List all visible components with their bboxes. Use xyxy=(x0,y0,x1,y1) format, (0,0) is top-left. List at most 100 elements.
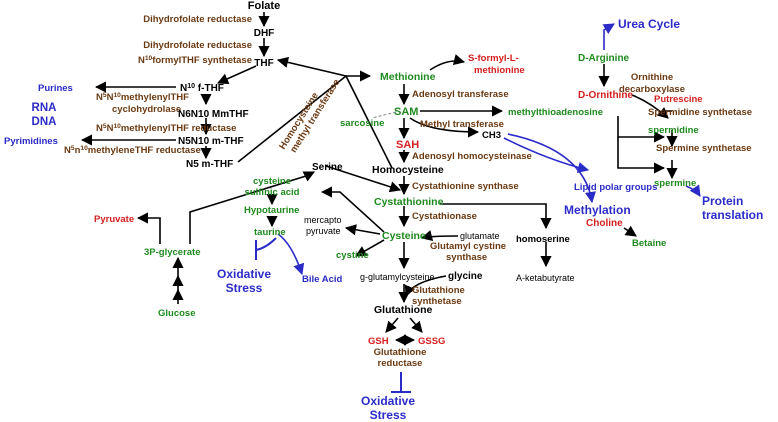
label-sam: SAM xyxy=(394,106,418,118)
label-pyruvate: Pyruvate xyxy=(94,214,134,225)
label-oxidative-stress-left-2: Stress xyxy=(226,281,263,295)
label-d-ornithine: D-Ornithine xyxy=(578,90,633,101)
label-glutathione-reductase-1: Glutathione xyxy=(374,347,427,358)
arrow-3pg-pyruvate xyxy=(136,212,161,244)
label-protein-translation-1: Protein xyxy=(702,194,743,208)
label-n10-f-thf: N10 f-THF xyxy=(180,83,224,95)
label-n5-mthf: N5 m-THF xyxy=(186,159,233,170)
label-cystine: cystine xyxy=(336,250,369,261)
label-g-glutamylcysteine: g-glutamylcysteine xyxy=(360,272,435,282)
label-glycine: glycine xyxy=(448,271,483,282)
label-betaine: Betaine xyxy=(632,238,666,249)
label-s-formyl-2: methionine xyxy=(474,65,525,76)
label-spermidine-synthetase: Spermidine synthetase xyxy=(648,107,752,118)
label-oxidative-stress-bottom-1: Oxidative xyxy=(361,394,415,408)
label-n10-formyl-thf-synthetase: N10formylTHF synthetase xyxy=(138,55,252,67)
label-urea-cycle: Urea Cycle xyxy=(618,17,680,31)
arrow-cystathionine-homoserine xyxy=(440,203,552,230)
label-cysteine: Cysteine xyxy=(382,230,426,242)
label-methyl-transferase: Methyl transferase xyxy=(420,119,504,130)
label-methylation: Methylation xyxy=(564,203,631,217)
arrow-arginine-urea xyxy=(602,23,615,50)
label-n5n10-methenyl-cyclohydrolase-2: cyclohydrolase xyxy=(112,104,181,115)
label-cystathionine-synthase: Cystathionine synthase xyxy=(412,181,519,192)
label-putrescine: Putrescine xyxy=(654,94,703,105)
label-glutathione-reductase-2: reductase xyxy=(378,358,423,369)
arrow-choline-betaine xyxy=(623,225,637,237)
label-protein-translation-2: translation xyxy=(702,208,763,222)
label-spermidine: spermidine xyxy=(648,125,699,136)
label-cystathionine: Cystathionine xyxy=(374,196,444,208)
blue-arrows xyxy=(277,23,701,276)
label-dhf: DHF xyxy=(254,28,275,39)
arrow-cysteine-cystine xyxy=(355,239,385,257)
label-glucose: Glucose xyxy=(158,308,196,319)
label-ch3: CH3 xyxy=(482,130,501,141)
arrow-serine-cystathionine xyxy=(325,165,402,193)
arrow-spermine-protein xyxy=(685,184,701,197)
label-oxidative-stress-left-1: Oxidative xyxy=(217,267,271,281)
arrow-thf-n10fthf xyxy=(216,65,257,84)
arrow-3pg-serine xyxy=(189,171,316,244)
line-cross-homocysteine xyxy=(345,75,393,169)
label-adenosyl-transferase: Adenosyl transferase xyxy=(412,89,509,100)
label-glutamyl-cystine-1: Glutamyl cystine xyxy=(430,241,506,252)
label-n5n10-methylene-reductase: N5n10methyleneTHF reductase xyxy=(64,145,201,157)
arrow-ch3-methylation xyxy=(507,133,596,204)
inhibition-marks xyxy=(255,237,411,393)
label-cysteine-sulfinic-1: cysteine xyxy=(253,176,291,187)
label-taurine: taurine xyxy=(254,227,286,238)
label-gssg: GSSG xyxy=(418,336,445,347)
label-n6n10-mmthf: N6N10 MmTHF xyxy=(178,109,249,120)
label-n5n10-mthf: N5N10 m-THF xyxy=(178,136,244,147)
label-glutathione-synthetase-1: Glutathione xyxy=(412,285,465,296)
label-n5n10-reductase: N5N10methylenylTHF reductase xyxy=(96,123,236,135)
label-cysteine-sulfinic-2: sulfinic acid xyxy=(245,187,300,198)
arrow-ch3-lipid xyxy=(503,137,590,173)
label-mercapto-2: pyruvate xyxy=(306,226,341,236)
arrow-methionine-sformyl xyxy=(429,54,466,71)
label-methylthioadenosine: methylthioadenosine xyxy=(508,107,603,118)
label-d-arginine: D-Arginine xyxy=(578,53,630,64)
arrow-cysteine-sulfinic xyxy=(320,186,385,233)
arrow-ornithine-putrescine xyxy=(631,94,669,119)
label-mercapto-1: mercapto xyxy=(304,215,342,225)
arrow-glutathione-gssg xyxy=(409,317,423,333)
label-glutamyl-cystine-2: synthase xyxy=(446,252,487,263)
label-choline: Choline xyxy=(586,218,623,229)
label-spermine: spermine xyxy=(654,178,696,189)
label-homocysteine: Homocysteine xyxy=(372,164,444,176)
label-gsh: GSH xyxy=(368,336,389,347)
arrow-glutathione-gsh xyxy=(385,317,399,333)
label-homoserine: homoserine xyxy=(516,234,570,245)
label-sarcosine: sarcosine xyxy=(340,118,384,129)
label-dhfr-1: Dihydrofolate reductase xyxy=(143,14,252,25)
label-thf: THF xyxy=(254,58,273,69)
label-adenosyl-homocysteinase: Adenosyl homocysteinase xyxy=(412,151,532,162)
label-glutathione-synthetase-2: synthetase xyxy=(412,296,462,307)
label-ornithine-decarboxylase-1: Ornithine xyxy=(631,72,673,83)
label-cystathionase: Cystathionase xyxy=(412,211,477,222)
label-folate: Folate xyxy=(248,0,280,12)
label-ornithine-decarboxylase-2: decarboxylase xyxy=(619,84,685,95)
label-n5n10-methenyl-cyclohydrolase-1: N5N10methylenylTHF xyxy=(96,92,189,104)
label-oxidative-stress-bottom-2: Stress xyxy=(370,408,407,422)
label-lipid-polar-groups: Lipid polar groups xyxy=(574,182,657,193)
label-pyrimidines: Pyrimidines xyxy=(4,136,58,147)
label-dhfr-2: Dihydrofolate reductase xyxy=(143,40,252,51)
arrow-cysteine-mercapto xyxy=(344,224,381,236)
arrow-taurine-bileacid xyxy=(277,233,305,276)
arrow-sam-ch3 xyxy=(409,117,480,138)
label-3p-glycerate: 3P-glycerate xyxy=(144,247,201,258)
label-hypotaurine: Hypotaurine xyxy=(244,205,299,216)
arrow-mta-spermine-line xyxy=(617,137,666,174)
label-a-ketabutyrate: A-ketabutyrate xyxy=(516,273,575,283)
inhibit-taurine-oxidative-stress xyxy=(255,237,277,251)
dashed-sam-sarcosine xyxy=(371,111,397,119)
arrow-glycine-glutathione xyxy=(404,275,447,298)
label-sah: SAH xyxy=(396,139,419,151)
label-s-formyl-1: S-formyl-L- xyxy=(468,53,519,64)
